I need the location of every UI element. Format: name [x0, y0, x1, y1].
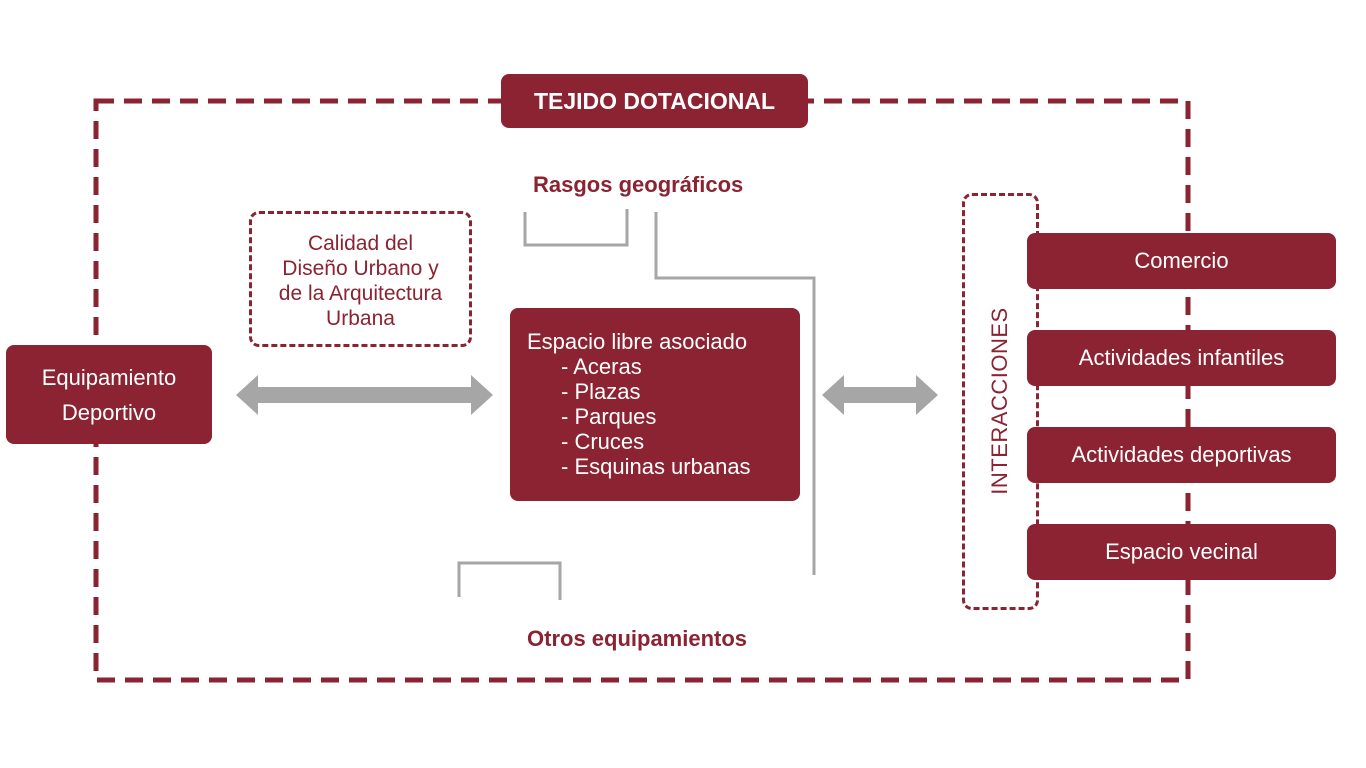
- connector-otros-bracket: [457, 561, 562, 600]
- espacio-item: - Esquinas urbanas: [561, 454, 751, 479]
- espacio-item: - Aceras: [561, 354, 642, 379]
- espacio-item: - Cruces: [561, 429, 645, 454]
- comercio-box: Comercio: [1027, 233, 1336, 289]
- espacio-item: - Plazas: [561, 379, 641, 404]
- double-arrow-left: [236, 375, 493, 415]
- calidad-line: Calidad del: [307, 232, 414, 255]
- connector-rasgos-bracket: [523, 209, 629, 247]
- espacio-box: Espacio libre asociado - Aceras - Plazas…: [510, 308, 800, 501]
- calidad-line: Diseño Urbano y: [282, 257, 439, 280]
- espacio-item: - Parques: [561, 404, 657, 429]
- double-arrow-right: [822, 375, 938, 415]
- connector-rasgos-line: [654, 212, 816, 575]
- actividades-infantiles-box: Actividades infantiles: [1027, 330, 1336, 386]
- equipamiento-line: Equipamiento: [41, 364, 177, 390]
- rasgos-label: Rasgos geográficos: [533, 172, 744, 197]
- interacciones-label: INTERACCIONES: [987, 307, 1012, 495]
- actividades-deportivas-box: Actividades deportivas: [1027, 427, 1336, 483]
- calidad-box: Calidad del Diseño Urbano y de la Arquit…: [249, 211, 472, 347]
- otros-label: Otros equipamientos: [527, 626, 748, 651]
- title-box: TEJIDO DOTACIONAL: [501, 74, 808, 128]
- equipamiento-line: Deportivo: [61, 399, 157, 425]
- calidad-line: de la Arquitectura: [278, 282, 443, 305]
- espacio-vecinal-box: Espacio vecinal: [1027, 524, 1336, 580]
- equipamiento-box: Equipamiento Deportivo: [6, 345, 212, 444]
- espacio-heading: Espacio libre asociado: [527, 329, 748, 354]
- calidad-line: Urbana: [326, 307, 395, 330]
- interacciones-box: [962, 193, 1039, 610]
